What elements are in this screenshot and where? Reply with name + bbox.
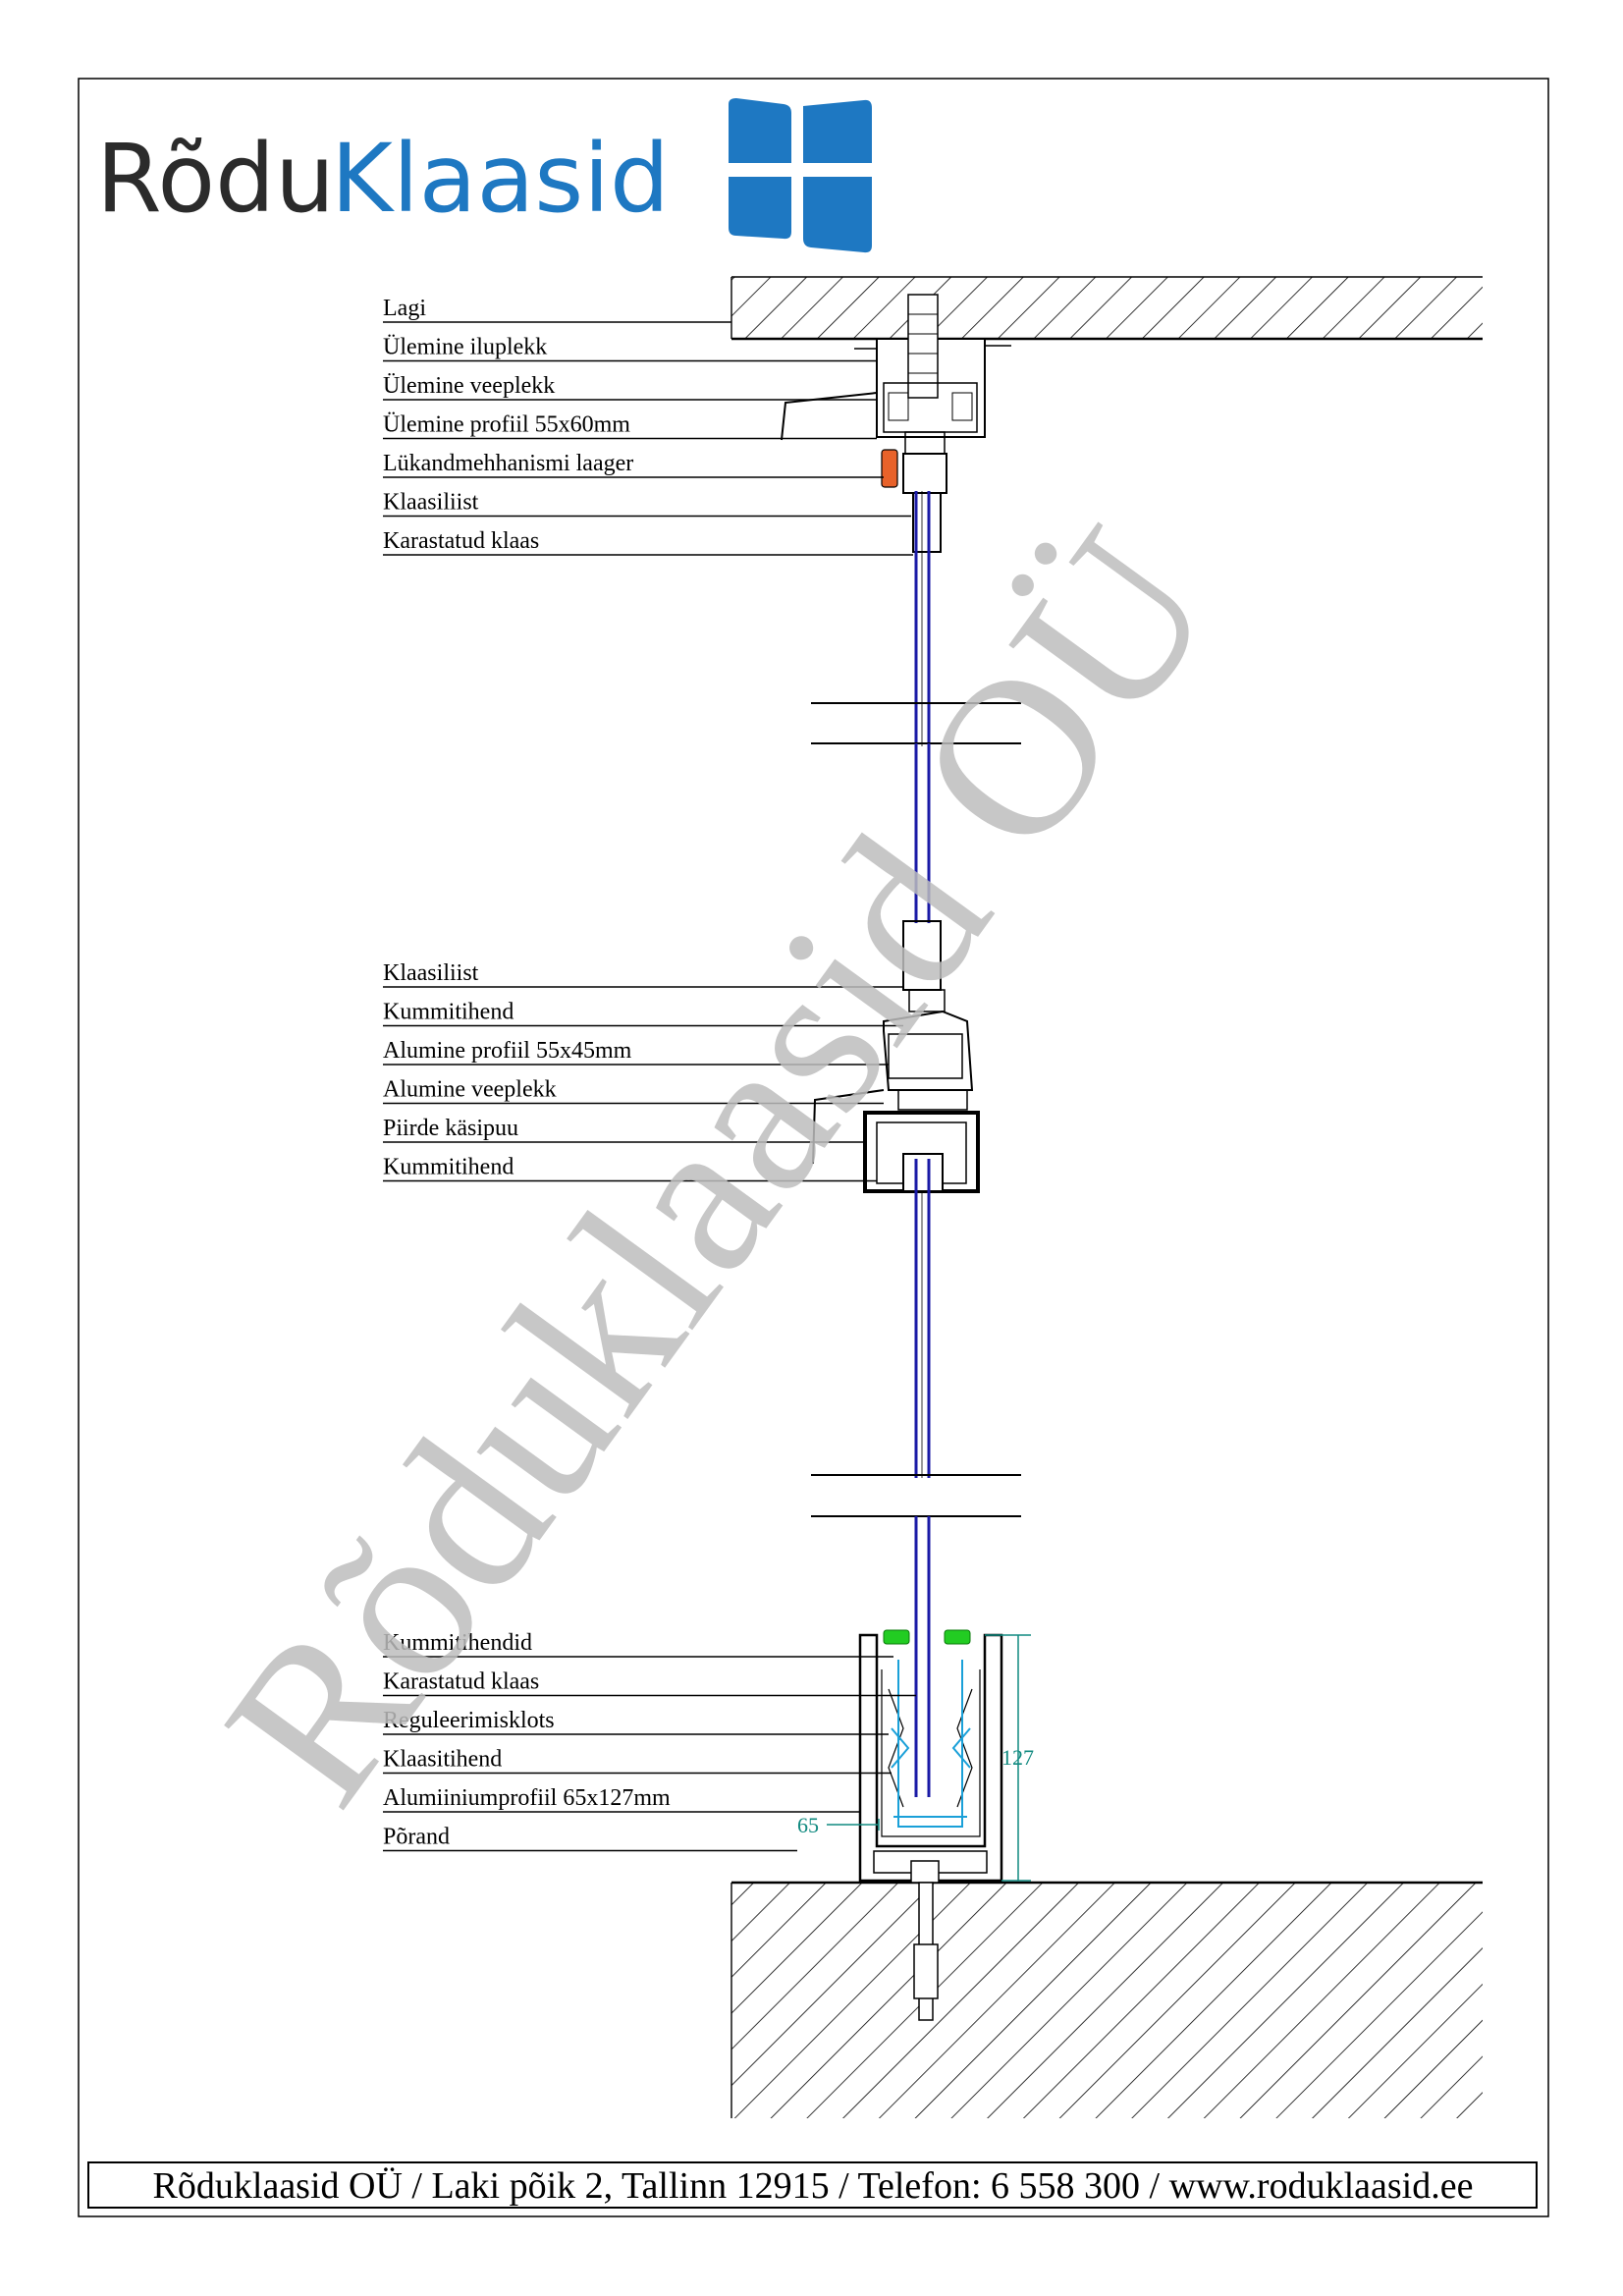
callout-label-middle: Alumine veeplekk xyxy=(383,1077,557,1103)
callout-label-middle: Kummitihend xyxy=(383,1155,514,1180)
top-profile xyxy=(781,294,1011,553)
logo-text-blue: Klaasid xyxy=(331,124,670,234)
glass-pane-base xyxy=(914,1516,931,1797)
dimension-width xyxy=(827,1819,880,1831)
callout-label-middle: Piirde käsipuu xyxy=(383,1116,518,1141)
break-line-lower xyxy=(811,1474,1021,1517)
ceiling-slab xyxy=(730,276,1483,341)
glass-seal xyxy=(891,1660,971,1828)
footer-contact-text: Rõduklaasid OÜ / Laki põik 2, Tallinn 12… xyxy=(153,2165,1474,2207)
logo-text-dark: Rõdu xyxy=(96,124,335,234)
anchor-bolt xyxy=(910,1860,940,2021)
callout-label-bottom: Kummitihendid xyxy=(383,1630,532,1656)
company-logo: Rõdu Klaasid xyxy=(96,98,872,253)
callout-label-bottom: Reguleerimisklots xyxy=(383,1708,555,1733)
callout-label-top: Lagi xyxy=(383,296,426,321)
callout-label-middle: Kummitihend xyxy=(383,1000,514,1025)
sheet-border xyxy=(78,78,1549,2217)
callout-label-middle: Alumine profiil 55x45mm xyxy=(383,1038,632,1064)
watermark: Rõduklaasid OÜ xyxy=(179,488,1260,1846)
callout-label-top: Karastatud klaas xyxy=(383,528,539,554)
aluminium-base-profile xyxy=(858,1633,1003,1883)
callout-label-top: Lükandmehhanismi laager xyxy=(383,451,633,476)
dimension-height xyxy=(985,1634,1031,1882)
callout-label-top: Ülemine iluplekk xyxy=(383,335,547,360)
logo-windows-icon xyxy=(729,98,872,253)
callout-label-top: Ülemine veeplekk xyxy=(383,373,555,399)
callout-label-middle: Klaasiliist xyxy=(383,960,479,986)
callout-label-bottom: Põrand xyxy=(383,1825,450,1850)
footer: Rõduklaasid OÜ / Laki põik 2, Tallinn 12… xyxy=(87,2161,1538,2209)
callout-label-top: Ülemine profiil 55x60mm xyxy=(383,412,630,438)
glass-pane-middle xyxy=(914,743,931,923)
bottom-sash-profile xyxy=(812,920,974,1165)
rubber-gaskets xyxy=(883,1629,971,1645)
glass-pane-lower xyxy=(914,1159,931,1478)
handrail xyxy=(863,1111,980,1193)
dimension-height-label: 127 xyxy=(1001,1745,1034,1770)
callout-label-bottom: Klaasitihend xyxy=(383,1747,502,1773)
callout-label-top: Klaasiliist xyxy=(383,490,479,516)
bearing xyxy=(881,449,898,488)
dimension-width-label: 65 xyxy=(797,1813,819,1837)
callout-label-bottom: Alumiiniumprofiil 65x127mm xyxy=(383,1785,671,1811)
floor-slab xyxy=(730,1881,1483,2118)
callout-label-bottom: Karastatud klaas xyxy=(383,1669,539,1695)
